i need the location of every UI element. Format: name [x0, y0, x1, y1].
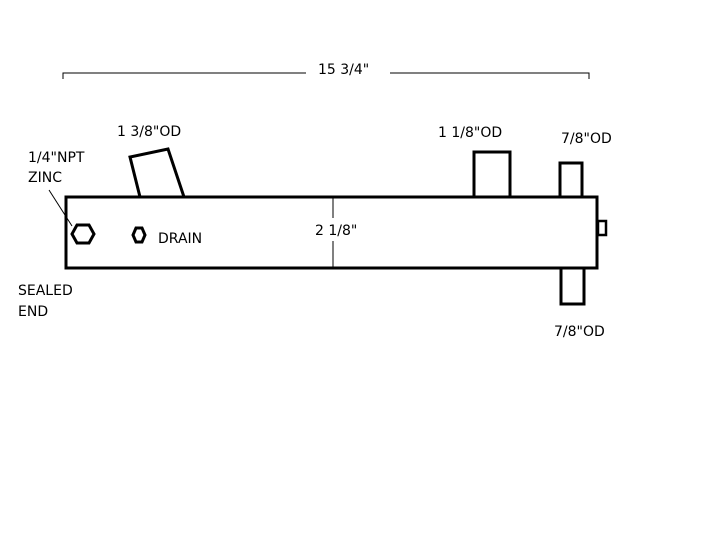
outlet-top-right-label: 7/8"OD [561, 131, 612, 147]
zinc-leader-line [48, 189, 73, 227]
drain-hex-icon [131, 226, 147, 244]
zinc-hex-icon [70, 223, 96, 245]
inlet-label: 1 3/8"OD [117, 124, 181, 140]
outlet-pipe-1-1-8 [472, 150, 512, 197]
outlet-pipe-7-8-top [558, 161, 584, 197]
outlet-mid-label: 1 1/8"OD [438, 125, 502, 141]
end-nub [596, 219, 608, 237]
drain-label: DRAIN [158, 231, 202, 247]
inlet-pipe-1-3-8 [128, 147, 186, 198]
sealed-label-line1: SEALED [18, 283, 73, 299]
height-label: 2 1/8" [315, 223, 357, 239]
zinc-label-line2: ZINC [28, 170, 62, 186]
zinc-label-line1: 1/4"NPT [28, 150, 85, 166]
overall-length-dimension: 15 3/4" [62, 62, 590, 79]
dimension-line-right [390, 72, 590, 79]
overall-length-label: 15 3/4" [318, 62, 369, 78]
dimension-line-left [62, 72, 306, 79]
outlet-pipe-7-8-bottom [559, 268, 586, 306]
sealed-label-line2: END [18, 304, 48, 320]
outlet-bottom-right-label: 7/8"OD [554, 324, 605, 340]
